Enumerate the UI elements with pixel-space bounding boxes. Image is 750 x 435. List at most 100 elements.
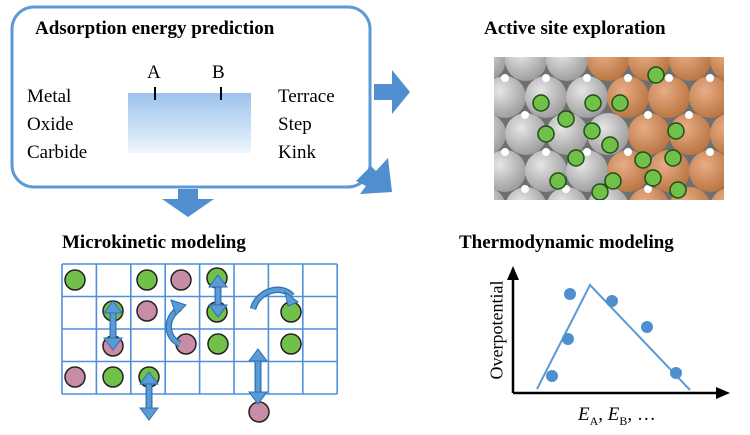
green-adsorbate bbox=[102, 366, 124, 388]
subscript-a: A bbox=[589, 413, 599, 428]
hydrogen-atom bbox=[521, 185, 529, 193]
axis-label-tail: , … bbox=[627, 404, 656, 425]
column-label-a: A bbox=[147, 62, 161, 83]
hydrogen-atom bbox=[501, 148, 509, 156]
material-oxide: Oxide bbox=[27, 114, 74, 135]
grey-atom bbox=[547, 187, 587, 200]
volcano-line bbox=[536, 283, 691, 391]
material-metal: Metal bbox=[27, 86, 72, 107]
diffusion-arrow-icon bbox=[103, 300, 123, 351]
adsorption-arrow-icon bbox=[139, 371, 159, 421]
adsorbate-atom bbox=[583, 122, 601, 140]
active-site-title: Active site exploration bbox=[484, 18, 666, 39]
site-step: Step bbox=[278, 114, 312, 135]
copper-atom bbox=[587, 57, 629, 81]
hydrogen-atom bbox=[583, 148, 591, 156]
thermodynamic-title: Thermodynamic modeling bbox=[459, 232, 674, 253]
copper-atom bbox=[669, 57, 711, 81]
green-adsorbate bbox=[136, 269, 158, 291]
green-adsorbate bbox=[207, 333, 229, 355]
grey-atom bbox=[546, 113, 588, 155]
hydrogen-atom bbox=[624, 148, 632, 156]
grey-atom bbox=[494, 57, 506, 79]
hydrogen-atom bbox=[501, 74, 509, 82]
diffusion-arrow-icon bbox=[208, 274, 228, 318]
adsorbate-atom bbox=[664, 149, 682, 167]
adsorption-title: Adsorption energy prediction bbox=[35, 18, 275, 39]
copper-atom bbox=[689, 76, 724, 118]
hydrogen-atom bbox=[706, 74, 714, 82]
adsorbate-atom bbox=[634, 151, 652, 169]
hydrogen-atom bbox=[665, 74, 673, 82]
site-kink: Kink bbox=[278, 142, 316, 163]
hydrogen-atom bbox=[521, 111, 529, 119]
rotation-arrow-icon bbox=[165, 299, 187, 347]
microkinetic-title: Microkinetic modeling bbox=[62, 232, 246, 253]
energy-gradient-box bbox=[128, 93, 251, 153]
x-axis-arrowhead-icon bbox=[716, 387, 730, 399]
site-terrace: Terrace bbox=[278, 86, 335, 107]
hydrogen-atom bbox=[685, 111, 693, 119]
adsorbate-atom bbox=[549, 172, 567, 190]
arrow-right-icon bbox=[374, 70, 410, 114]
data-point bbox=[641, 321, 653, 333]
hydrogen-atom bbox=[706, 148, 714, 156]
adsorbate-atom bbox=[591, 183, 609, 200]
desorption-arrow-icon bbox=[248, 348, 268, 405]
copper-atom bbox=[711, 188, 724, 200]
hydrogen-atom bbox=[583, 74, 591, 82]
green-adsorbate bbox=[280, 333, 302, 355]
pink-adsorbate bbox=[64, 366, 86, 388]
grey-atom bbox=[494, 150, 526, 192]
grey-atom bbox=[494, 189, 505, 200]
adsorbate-atom bbox=[537, 125, 555, 143]
adsorbate-atom bbox=[611, 94, 629, 112]
data-point bbox=[606, 295, 618, 307]
hydrogen-atom bbox=[644, 185, 652, 193]
data-point bbox=[562, 333, 574, 345]
e-symbol-b: E bbox=[607, 404, 620, 425]
copper-atom bbox=[710, 57, 724, 80]
hop-arrow-icon bbox=[249, 286, 300, 311]
copper-atom bbox=[629, 187, 669, 200]
grey-atom bbox=[506, 187, 546, 200]
copper-atom bbox=[710, 114, 724, 154]
pink-adsorbate bbox=[136, 300, 158, 322]
e-symbol-a: E bbox=[578, 404, 590, 425]
grey-atom bbox=[494, 76, 526, 118]
y-axis-arrowhead-icon bbox=[507, 266, 519, 280]
grey-atom bbox=[546, 57, 588, 81]
arrow-down-icon bbox=[162, 189, 214, 217]
energy-axis-label: EA, EB, … bbox=[578, 404, 656, 428]
pink-adsorbate bbox=[170, 269, 192, 291]
hydrogen-atom bbox=[542, 74, 550, 82]
hydrogen-atom bbox=[542, 148, 550, 156]
hydrogen-atom bbox=[624, 74, 632, 82]
subscript-b: B bbox=[619, 413, 628, 428]
adsorbate-atom bbox=[669, 181, 687, 199]
data-point bbox=[546, 370, 558, 382]
adsorbate-atom bbox=[601, 136, 619, 154]
copper-atom bbox=[648, 76, 690, 118]
adsorbate-atom bbox=[647, 66, 665, 84]
adsorbate-atom bbox=[584, 94, 602, 112]
copper-atom bbox=[628, 113, 670, 155]
green-adsorbate bbox=[64, 269, 86, 291]
grey-atom bbox=[505, 57, 547, 81]
adsorbate-atom bbox=[532, 94, 550, 112]
data-point bbox=[564, 288, 576, 300]
adsorbate-atom bbox=[644, 169, 662, 187]
adsorbate-atom bbox=[667, 122, 685, 140]
copper-atom bbox=[689, 150, 724, 192]
hydrogen-atom bbox=[644, 111, 652, 119]
grey-atom bbox=[494, 115, 506, 153]
data-point bbox=[670, 367, 682, 379]
adsorbate-atom bbox=[604, 172, 622, 190]
adsorbate-atom bbox=[567, 149, 585, 167]
material-carbide: Carbide bbox=[27, 142, 88, 163]
